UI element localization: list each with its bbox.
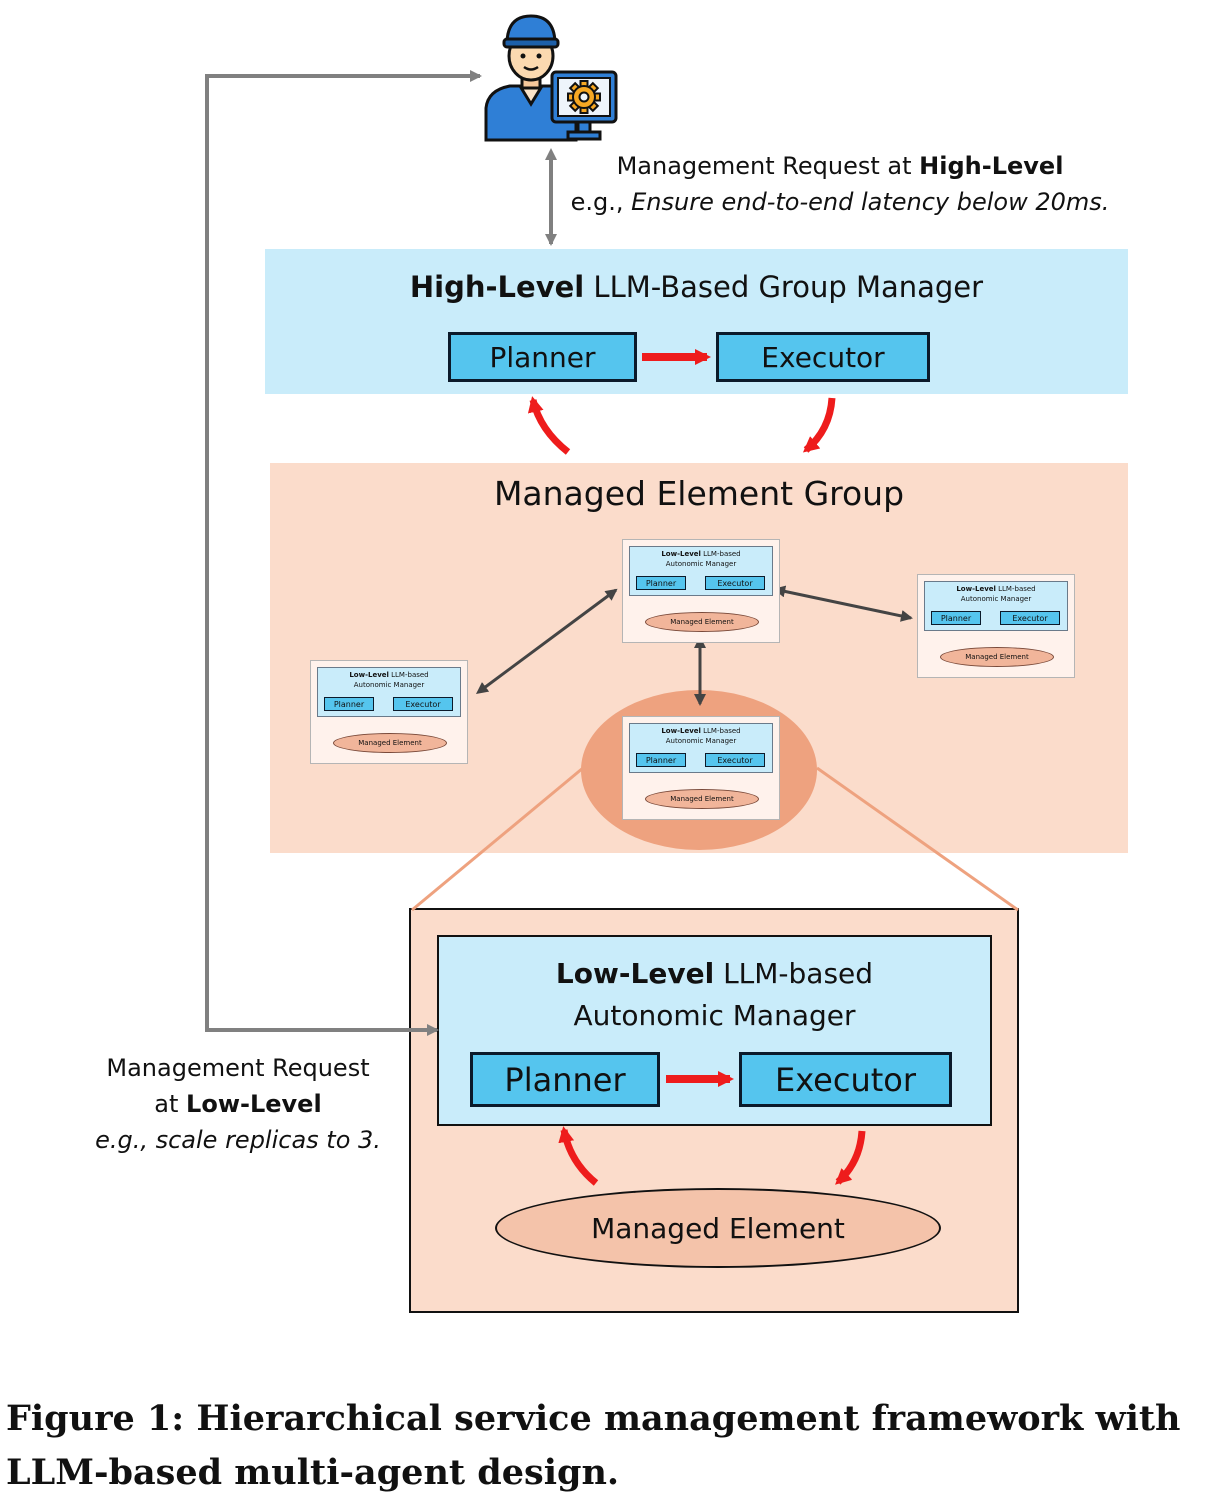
low-level-manager-title-bold: Low-Level <box>555 957 715 990</box>
mini-manager-title-line2: Autonomic Manager <box>353 681 425 689</box>
mini-manager-title-rest: LLM-based <box>700 727 741 735</box>
mini-executor-box: Executor <box>705 753 765 767</box>
mini-manager-title-rest: LLM-based <box>700 550 741 558</box>
high-level-request-level: High-Level <box>919 152 1064 180</box>
low-level-request-text: Management Request at Low-Level e.g., sc… <box>80 1050 396 1158</box>
hl-feedback-arrow <box>527 396 571 455</box>
mini-manager-title-line2: Autonomic Manager <box>665 560 737 568</box>
mini-managed-element: Managed Element <box>645 612 759 632</box>
low-level-executor-box: Executor <box>739 1052 952 1107</box>
mini-manager-title-bold: Low-Level <box>661 727 701 735</box>
high-level-manager-title-bold: High-Level <box>409 270 585 304</box>
hl-action-arrow <box>802 397 836 453</box>
mini-executor-box: Executor <box>393 697 453 711</box>
feedback-loop-arrow <box>205 70 482 1032</box>
mini-managed-element: Managed Element <box>333 733 447 753</box>
mini-planner-box: Planner <box>636 753 686 767</box>
ll-action-arrow <box>835 1130 866 1185</box>
high-level-manager-title-rest: LLM-Based Group Manager <box>584 270 984 304</box>
high-level-manager-panel <box>265 249 1128 394</box>
mini-executor-box: Executor <box>705 576 765 590</box>
low-level-request-at: at <box>154 1090 187 1118</box>
peer-link-top-right <box>773 585 913 622</box>
peer-link-left-top <box>475 588 618 694</box>
operator-with-gear-monitor-icon <box>484 14 618 142</box>
zoom-line-right <box>816 766 1019 912</box>
mini-manager-title-bold: Low-Level <box>349 671 389 679</box>
mini-executor-box: Executor <box>1000 611 1060 625</box>
low-level-request-line1: Management Request <box>106 1054 370 1082</box>
mini-manager-title-rest: LLM-based <box>388 671 429 679</box>
mini-planner-box: Planner <box>931 611 981 625</box>
zoom-line-left <box>411 766 584 912</box>
high-level-request-example: Ensure end-to-end latency below 20ms. <box>631 188 1110 216</box>
managed-element-ellipse: Managed Element <box>495 1188 941 1268</box>
high-level-planner-box: Planner <box>448 332 637 382</box>
mini-planner-box: Planner <box>636 576 686 590</box>
high-level-manager-title: High-Level LLM-Based Group Manager <box>265 270 1128 304</box>
low-level-request-level: Low-Level <box>186 1090 322 1118</box>
low-level-planner-box: Planner <box>470 1052 660 1107</box>
managed-element-group-title: Managed Element Group <box>493 474 905 513</box>
high-level-executor-box: Executor <box>716 332 930 382</box>
ll-feedback-arrow <box>558 1126 599 1186</box>
mini-manager-title-rest: LLM-based <box>995 585 1036 593</box>
mini-planner-box: Planner <box>324 697 374 711</box>
high-level-request-eg: e.g., <box>570 188 632 216</box>
mini-manager-title-bold: Low-Level <box>661 550 701 558</box>
mini-manager-title-line2: Autonomic Manager <box>960 595 1032 603</box>
mini-managed-element: Managed Element <box>940 647 1054 667</box>
high-level-request-text: Management Request at High-Level e.g., E… <box>560 148 1120 220</box>
low-level-manager-title-line2: Autonomic Manager <box>573 999 856 1032</box>
mini-managed-element: Managed Element <box>645 789 759 809</box>
mini-manager-title-bold: Low-Level <box>956 585 996 593</box>
low-level-request-example: e.g., scale replicas to 3. <box>95 1126 381 1154</box>
low-level-manager-title-rest: LLM-based <box>714 957 874 990</box>
high-level-request-prefix: Management Request at <box>616 152 920 180</box>
figure-caption: Figure 1: Hierarchical service managemen… <box>6 1398 1181 1493</box>
low-level-manager-title: Low-Level LLM-based Autonomic Manager <box>437 953 992 1037</box>
mini-manager-title-line2: Autonomic Manager <box>665 737 737 745</box>
